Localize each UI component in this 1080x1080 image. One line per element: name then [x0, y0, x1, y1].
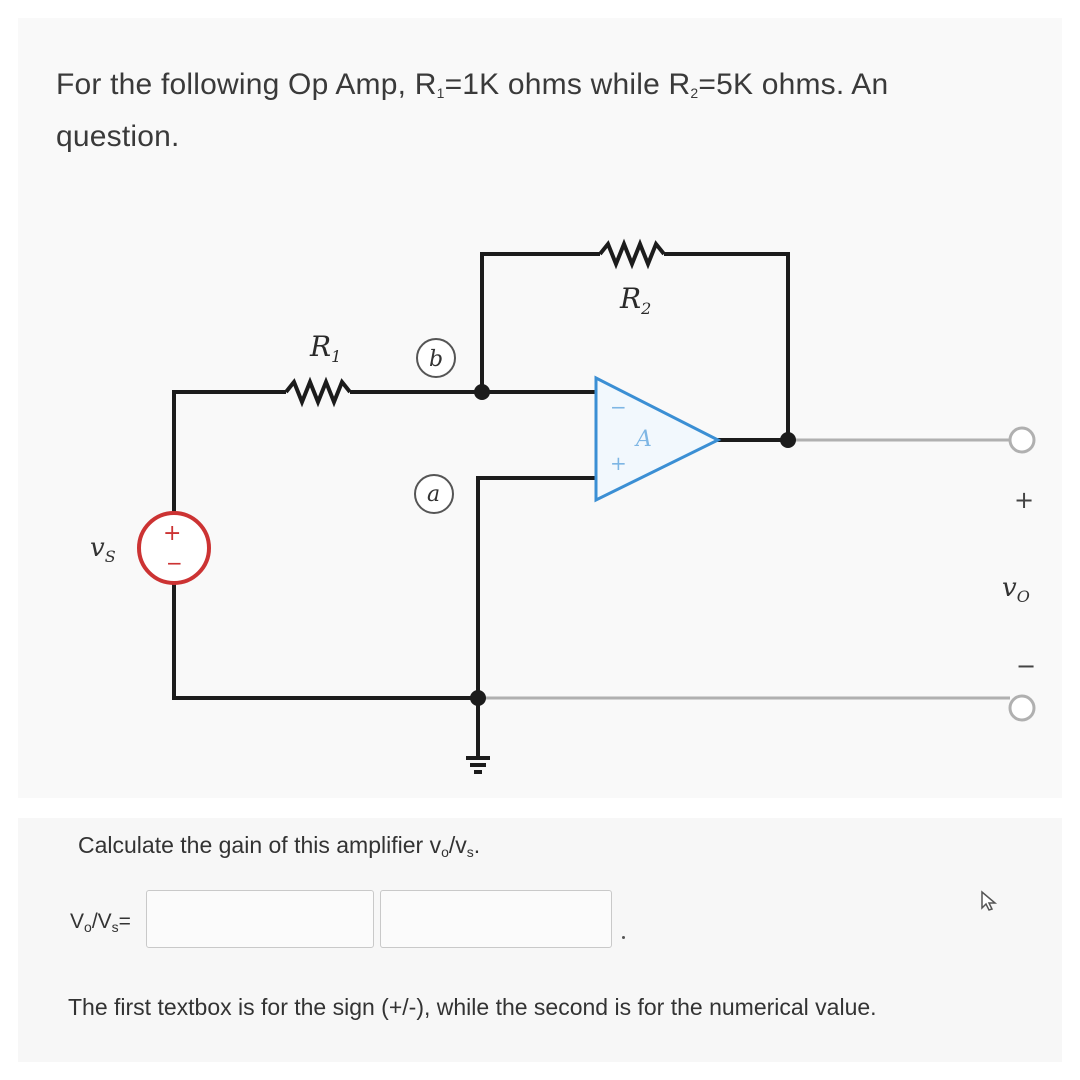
numeric-answer-input[interactable]	[381, 891, 611, 947]
junction-node-b	[474, 384, 490, 400]
source-plus-sign: +	[163, 521, 181, 546]
answer-panel: Calculate the gain of this amplifier vo/…	[18, 818, 1062, 1062]
prompt-text-part: .	[473, 832, 481, 858]
prompt-text-part: Calculate the gain of this amplifier v	[78, 832, 442, 858]
op-amp-circuit-diagram: − + A R1 R2 b a + − vS + vO −	[90, 238, 1036, 774]
sign-answer-input[interactable]	[147, 891, 373, 947]
output-minus-sign: −	[1016, 652, 1036, 680]
op-amp-noninverting-sign: +	[610, 451, 627, 475]
r1-subscript: 1	[436, 85, 445, 101]
ratio-text-part: /V	[91, 910, 112, 933]
ratio-text-part: =	[118, 910, 131, 933]
question-text-part: =1K ohms while R	[444, 68, 691, 101]
question-text-part: For the following Op Amp, R	[56, 68, 437, 101]
node-b-label: b	[429, 347, 443, 372]
prompt-subscript-s: s	[466, 844, 474, 860]
junction-ground	[470, 690, 486, 706]
source-label: vS	[90, 533, 116, 566]
answer-hint-text: The first textbox is for the sign (+/-),…	[68, 994, 877, 1020]
r1-resistor	[284, 376, 352, 408]
source-minus-sign: −	[166, 551, 183, 575]
op-amp-gain-label: A	[634, 427, 652, 452]
output-terminal-negative	[1008, 694, 1036, 722]
wire-source-to-r1	[172, 390, 286, 513]
ratio-subscript-o: o	[84, 919, 92, 935]
node-a-marker	[414, 474, 454, 514]
junction-output	[780, 432, 796, 448]
prompt-text-part: /v	[448, 832, 467, 858]
output-voltage-label: vO	[1002, 573, 1030, 606]
question-line-2: question.	[56, 120, 180, 153]
separator-dot	[622, 936, 625, 939]
wire-bottom-rail	[172, 583, 478, 700]
question-panel: For the following Op Amp, R1=1K ohms whi…	[18, 18, 1062, 798]
question-text-area: For the following Op Amp, R1=1K ohms whi…	[18, 18, 1062, 178]
r2-label: R2	[619, 282, 651, 318]
r2-subscript: 2	[690, 85, 699, 101]
voltage-source-icon	[137, 511, 211, 585]
prompt-subscript-o: o	[441, 844, 449, 860]
ratio-subscript-s: s	[111, 919, 119, 935]
op-amp-symbol	[594, 375, 722, 503]
wire-feedback-left	[480, 252, 600, 392]
wire-feedback-right	[664, 252, 790, 440]
r1-label: R1	[309, 330, 341, 366]
mouse-cursor-icon	[981, 890, 998, 911]
question-line-1: For the following Op Amp, R1=1K ohms whi…	[56, 68, 888, 102]
circuit-wires	[172, 238, 790, 774]
output-wires	[478, 438, 1010, 700]
numeric-answer-box[interactable]	[380, 890, 612, 948]
gain-question-prompt: Calculate the gain of this amplifier vo/…	[78, 832, 480, 860]
output-plus-sign: +	[1014, 486, 1034, 514]
node-b-marker	[416, 338, 456, 378]
question-text-part: =5K ohms. An	[698, 68, 889, 101]
op-amp-inverting-sign: −	[610, 395, 627, 419]
r2-resistor	[598, 238, 666, 270]
gain-ratio-label: Vo/Vs=	[70, 910, 131, 935]
wire-noninverting-to-ground	[476, 476, 596, 698]
output-terminal-positive	[1008, 426, 1036, 454]
sign-answer-box[interactable]	[146, 890, 374, 948]
ratio-text-part: V	[70, 910, 85, 933]
node-a-label: a	[427, 482, 440, 507]
